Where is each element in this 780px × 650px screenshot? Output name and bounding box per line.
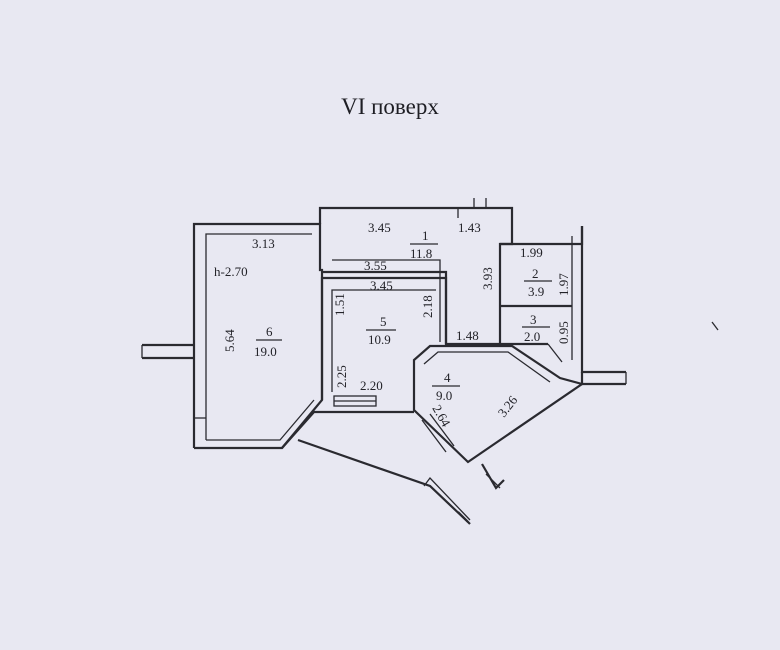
balcony: [281, 410, 505, 525]
room-4-number: 4: [444, 370, 451, 385]
room-5-width-c: 1.48: [456, 328, 479, 343]
room-5-depth-a: 1.51: [332, 293, 347, 316]
room-5-depth-c: 2.18: [420, 295, 435, 318]
room-4-area: 9.0: [436, 388, 452, 403]
room-6-width: 3.13: [252, 236, 275, 251]
room-5-area: 10.9: [368, 332, 391, 347]
ceiling-height: h-2.70: [214, 264, 248, 279]
room-6-area: 19.0: [254, 344, 277, 359]
room-6-depth: 5.64: [222, 329, 237, 352]
room-3-number: 3: [530, 312, 537, 327]
room-5-depth-b: 2.25: [334, 365, 349, 388]
room-1-depth: 3.93: [480, 267, 495, 290]
room-3-area: 2.0: [524, 329, 540, 344]
room-2-width: 1.99: [520, 245, 543, 260]
floor-title: VI поверх: [341, 94, 439, 119]
room-5-width-top: 3.45: [370, 278, 393, 293]
room-2-depth: 1.97: [556, 273, 571, 296]
room-2-area: 3.9: [528, 284, 544, 299]
room-5: [320, 276, 448, 407]
room-1-number: 1: [422, 228, 429, 243]
room-4-diag-b: 3.26: [495, 392, 521, 420]
room-4-diag-a: 2.64: [429, 402, 454, 430]
room-6-number: 6: [266, 324, 273, 339]
room-2-number: 2: [532, 266, 539, 281]
room-1-width-b: 1.43: [458, 220, 481, 235]
room-1-area: 11.8: [410, 246, 432, 261]
room-1-width-a: 3.45: [368, 220, 391, 235]
room-5-width-bottom: 2.20: [360, 378, 383, 393]
room-4: [412, 344, 585, 464]
room-5-number: 5: [380, 314, 387, 329]
room-1-width-c: 3.55: [364, 258, 387, 273]
room-3-depth: 0.95: [556, 321, 571, 344]
